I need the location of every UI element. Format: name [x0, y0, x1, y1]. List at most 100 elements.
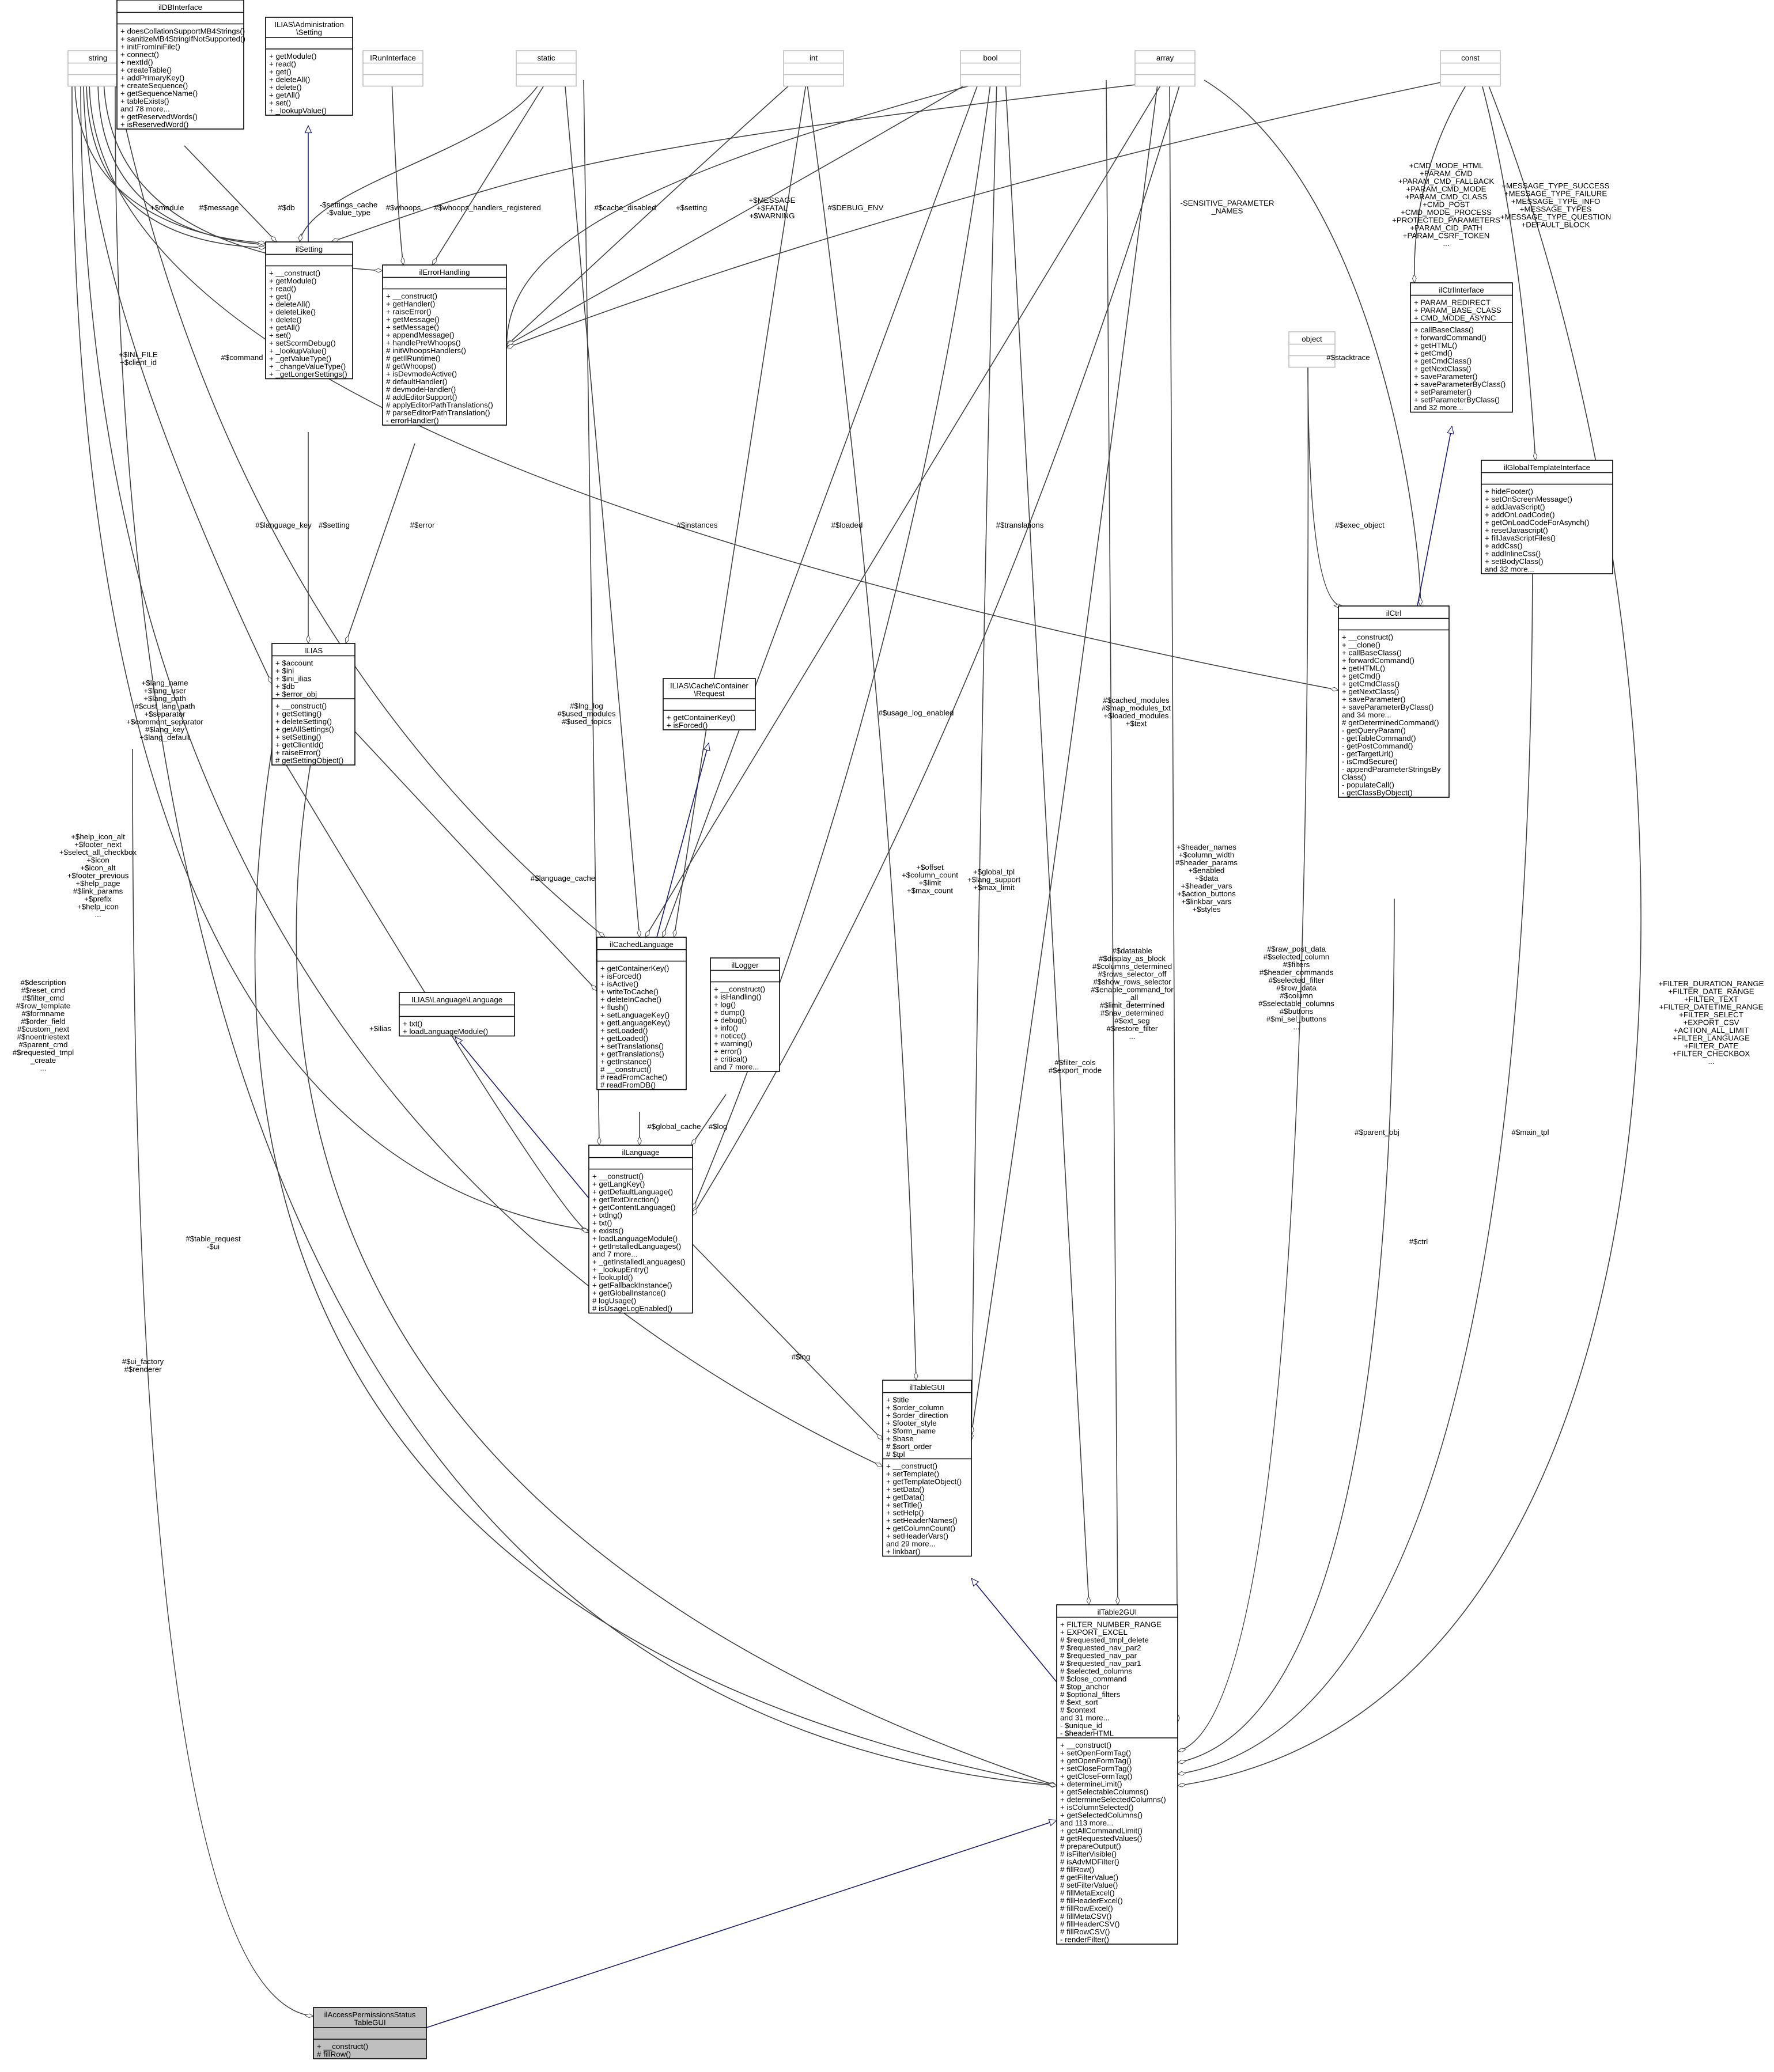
- class-method: + getMessage(): [386, 315, 440, 324]
- aggregation-edge: [506, 79, 992, 349]
- class-attribute: + PARAM_REDIRECT: [1414, 298, 1491, 307]
- class-node-ilctrl: ilCtrl+ __construct()+ __clone()+ callBa…: [1338, 605, 1450, 798]
- edge-label: #$filters: [1283, 960, 1310, 969]
- aggregation-edge: [674, 79, 807, 937]
- class-method: + txt(): [592, 1219, 612, 1228]
- class-method: + handlePreWhoops(): [386, 339, 461, 347]
- class-method: + determineSelectedColumns(): [1060, 1796, 1166, 1804]
- class-method: # prepareOutput(): [1060, 1842, 1121, 1851]
- class-attribute: + $order_column: [886, 1403, 944, 1412]
- class-method: + getContainerKey(): [600, 964, 669, 973]
- edge-label: +ACTION_ALL_LIMIT: [1674, 1026, 1749, 1035]
- class-method: + notice(): [714, 1032, 746, 1040]
- edge-label: +MESSAGE_TYPE_QUESTION: [1500, 213, 1612, 221]
- edge-label: +PARAM_CID_PATH: [1410, 224, 1482, 232]
- class-method: + txtlng(): [592, 1211, 622, 1219]
- class-method: + isDevmodeActive(): [386, 370, 457, 378]
- edge-label: #$exec_object: [1335, 521, 1385, 529]
- class-method: + deleteInCache(): [600, 995, 661, 1004]
- class-method: + setCloseFormTag(): [1060, 1764, 1132, 1773]
- aggregation-edge: [1106, 79, 1118, 1605]
- class-method: + __clone(): [1342, 641, 1380, 649]
- edge-label: #$order_field: [21, 1017, 66, 1026]
- class-title: const: [1461, 54, 1480, 62]
- edge-label: +$lang_support: [967, 876, 1020, 884]
- edge-label: _create: [30, 1056, 56, 1065]
- edge-label: -$value_type: [327, 209, 370, 217]
- class-method: + set(): [269, 99, 291, 107]
- edge-label: #$loaded: [831, 521, 863, 529]
- class-method: # fillMetaCSV(): [1060, 1912, 1111, 1921]
- class-method: - renderFilter(): [1060, 1935, 1109, 1944]
- class-method: + getSetting(): [275, 710, 321, 718]
- edge-label: #$formname: [22, 1009, 65, 1018]
- class-method: - appendParameterStringsBy: [1342, 765, 1441, 774]
- class-method: - getPostCommand(): [1342, 742, 1413, 751]
- class-method: + log(): [714, 1001, 736, 1009]
- class-method: + getColumnCount(): [886, 1524, 955, 1533]
- edge-label: #$row_template: [16, 1002, 71, 1010]
- edge-label: ...: [1708, 1057, 1714, 1066]
- class-method: + info(): [714, 1024, 738, 1032]
- aggregation-edge: [506, 79, 1453, 348]
- class-box: [588, 1145, 693, 1314]
- aggregation-edge: [74, 79, 266, 243]
- edge-label: #$DEBUG_ENV: [828, 203, 884, 212]
- class-method: + deleteAll(): [269, 75, 310, 84]
- aggregation-edge: [86, 79, 266, 248]
- class-method: + getClientId(): [275, 741, 324, 749]
- edge-label: #$parent_cmd: [18, 1040, 67, 1049]
- class-method: + getCloseFormTag(): [1060, 1772, 1132, 1781]
- inheritance-edge: [1417, 426, 1452, 607]
- edge-label: #$selected_filter: [1269, 976, 1325, 984]
- edge-labels: +$module#$message#$db-$settings_cache-$v…: [13, 161, 1764, 1374]
- class-method: + createTable(): [120, 66, 172, 74]
- class-method: + __construct(): [886, 1462, 937, 1471]
- class-method: + __construct(): [1342, 633, 1393, 642]
- class-method: + getContentLanguage(): [592, 1203, 676, 1212]
- class-method: + addCss(): [1485, 541, 1522, 550]
- edge-label: +PARAM_CSRF_TOKEN: [1403, 232, 1490, 240]
- edge-label: #$setting: [319, 521, 350, 529]
- edge-label: +$FATAL: [756, 204, 788, 213]
- class-title: ilAccessPermissionsStatus: [324, 2010, 416, 2019]
- edge-label: #$stacktrace: [1326, 353, 1370, 362]
- class-node-ilcachedlanguage: ilCachedLanguage+ getContainerKey()+ isF…: [596, 937, 687, 1090]
- edge-label: #$reset_cmd: [21, 986, 66, 995]
- class-method: # getWhoops(): [386, 362, 436, 370]
- class-method: + determineLimit(): [1060, 1780, 1122, 1789]
- aggregation-edge: [645, 79, 1164, 937]
- class-title: ilCtrl: [1386, 609, 1402, 618]
- class-attribute: # $requested_tmpl_delete: [1060, 1636, 1149, 1645]
- class-method: and 7 more...: [592, 1250, 637, 1259]
- class-title: array: [1156, 54, 1174, 62]
- class-title: object: [1302, 335, 1322, 343]
- class-title: \Request: [694, 690, 725, 698]
- edge-label: #$enable_command_for: [1091, 986, 1174, 994]
- class-title: ilTable2GUI: [1098, 1608, 1137, 1616]
- aggregation-edge: [184, 145, 277, 242]
- edge-label: +FILTER_DATE_RANGE: [1668, 987, 1754, 996]
- edge-label: +$WARNING: [750, 211, 795, 220]
- class-box: [382, 264, 507, 426]
- edge-label: #$whoops_handlers_registered: [434, 203, 541, 212]
- class-title: ILIAS: [304, 646, 323, 655]
- class-method: + getAllSettings(): [275, 725, 334, 734]
- class-title: ilLogger: [731, 961, 759, 969]
- aggregation-edge: [89, 79, 1338, 690]
- edge-label: #$translations: [996, 521, 1044, 529]
- class-method: + setTemplate(): [886, 1469, 939, 1478]
- class-title: ilErrorHandling: [419, 268, 470, 276]
- class-method: # getFilterValue(): [1060, 1873, 1118, 1882]
- edge-label: +PROTECTED_PARAMETERS: [1392, 216, 1500, 225]
- edge-label: #$description: [20, 978, 66, 987]
- inheritance-edge: [656, 743, 709, 938]
- class-node-illogger: ilLogger+ __construct()+ isHandling()+ l…: [710, 957, 780, 1072]
- class-box: [516, 50, 577, 87]
- class-method: + getSequenceName(): [120, 89, 198, 98]
- class-method: + error(): [714, 1047, 742, 1056]
- class-method: + setLanguageKey(): [600, 1011, 669, 1020]
- edge-label: +MESSAGE_TYPE_INFO: [1511, 197, 1601, 206]
- class-method: + lookupId(): [592, 1273, 633, 1282]
- edge-label: #$cust_lang_path: [135, 702, 195, 711]
